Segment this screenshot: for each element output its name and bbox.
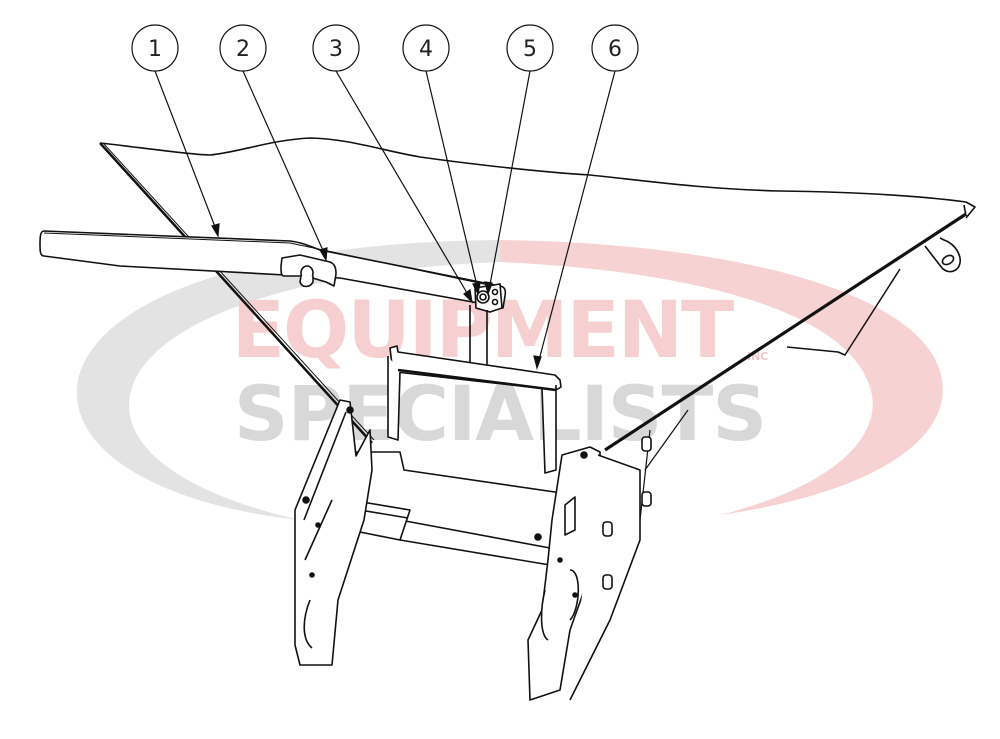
hopper-rear-flap	[786, 268, 901, 356]
svg-text:3: 3	[329, 37, 343, 62]
watermark-swoosh-left	[76, 240, 500, 520]
callout-1[interactable]: 1	[131, 24, 220, 238]
pivot-bolt-assembly	[469, 283, 503, 374]
hopper-right-edge	[604, 212, 967, 452]
lifting-eye	[924, 237, 961, 273]
watermark-swoosh-right	[500, 240, 943, 515]
svg-text:6: 6	[608, 37, 622, 62]
callout-5[interactable]: 5	[484, 24, 554, 297]
gate-plate	[387, 345, 562, 474]
hopper-top-rim	[99, 137, 967, 203]
callouts: 1 2 3 4 5	[131, 24, 639, 371]
svg-text:4: 4	[419, 37, 433, 62]
hopper-left-edge	[99, 142, 373, 444]
callout-3[interactable]: 3	[312, 24, 473, 304]
callout-4[interactable]: 4	[402, 24, 481, 296]
svg-text:2: 2	[236, 37, 250, 62]
callout-2[interactable]: 2	[219, 24, 328, 262]
svg-text:5: 5	[523, 37, 537, 62]
mount-frame	[294, 399, 652, 701]
hopper-body	[99, 137, 976, 521]
svg-text:1: 1	[148, 37, 162, 62]
callout-6[interactable]: 6	[533, 24, 639, 371]
latch-bracket	[280, 254, 337, 288]
